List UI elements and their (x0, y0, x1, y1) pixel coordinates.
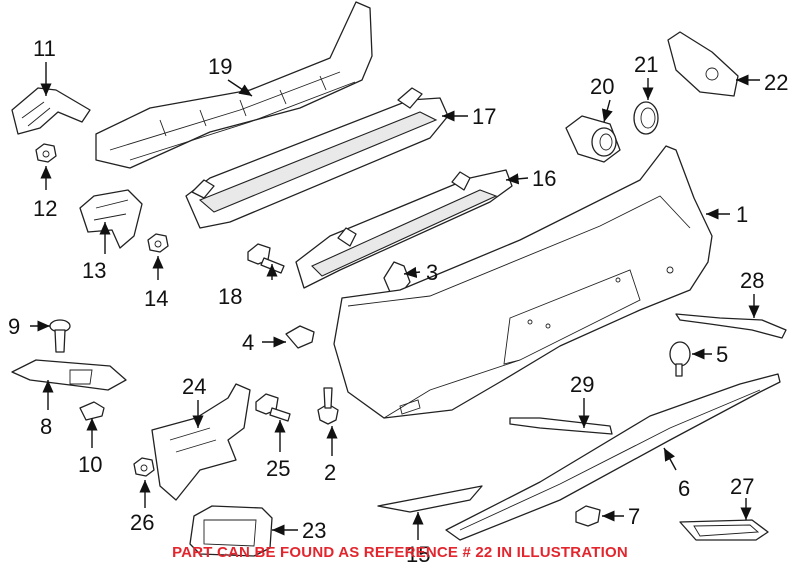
callout-15: 15 (406, 542, 430, 567)
part-28-molding (675, 313, 787, 339)
callout-16: 16 (532, 166, 556, 191)
callout-21: 21 (634, 52, 658, 77)
part-11-bracket (11, 87, 91, 135)
part-24-bracket (151, 383, 251, 501)
part-16-lower-absorber (295, 169, 513, 289)
part-9-bolt (49, 319, 71, 353)
callout-18: 18 (218, 284, 242, 309)
part-15-trim (377, 485, 483, 513)
callout-23: 23 (302, 518, 326, 543)
callout-17: 17 (472, 104, 496, 129)
part-4-clip (285, 325, 315, 349)
part-26-nut (133, 457, 155, 477)
part-22-sensor-bracket (667, 31, 739, 97)
callout-22: 22 (764, 70, 788, 95)
callout-29: 29 (570, 372, 594, 397)
callout-7: 7 (628, 504, 640, 529)
part-13-side-bracket (79, 189, 143, 249)
callout-3: 3 (426, 260, 438, 285)
part-7-clip (575, 505, 601, 527)
callout-25: 25 (266, 456, 290, 481)
callout-6: 6 (678, 476, 690, 501)
part-18-bolt (247, 243, 285, 274)
callout-9: 9 (8, 314, 20, 339)
part-2-bolt (317, 387, 339, 425)
callout-13: 13 (82, 258, 106, 283)
part-1-bumper-cover (333, 145, 713, 419)
part-25-bolt (255, 393, 291, 422)
part-6-lower-diffuser (445, 373, 781, 541)
part-5-cap (669, 341, 691, 377)
callout-24: 24 (182, 374, 206, 399)
part-10-clip (79, 401, 105, 421)
callout-28: 28 (740, 268, 764, 293)
leader-lines (30, 62, 760, 540)
part-21-sensor-ring (633, 101, 659, 135)
callout-8: 8 (40, 414, 52, 439)
callout-12: 12 (33, 196, 57, 221)
callout-4: 4 (242, 330, 254, 355)
callout-19: 19 (208, 54, 232, 79)
part-20-parking-sensor (565, 115, 621, 163)
reference-notice: PART CAN BE FOUND AS REFERENCE # 22 IN I… (172, 544, 628, 561)
part-17-reinforcement-beam (185, 87, 449, 229)
callout-26: 26 (130, 510, 154, 535)
part-8-bracket (11, 359, 127, 391)
callout-14: 14 (144, 286, 168, 311)
part-14-nut (147, 233, 169, 253)
callout-27: 27 (730, 474, 754, 499)
part-23-control-module (189, 505, 273, 557)
part-29-strip (509, 417, 613, 435)
callout-5: 5 (716, 342, 728, 367)
callout-2: 2 (324, 460, 336, 485)
part-27-reflector (679, 519, 769, 541)
callout-11: 11 (33, 36, 56, 61)
callout-20: 20 (590, 74, 614, 99)
part-12-nut (35, 143, 57, 163)
callout-10: 10 (78, 452, 102, 477)
callout-1: 1 (736, 202, 748, 227)
callout-labels: 11 12 13 14 19 17 16 1 3 18 20 21 22 9 8… (8, 36, 788, 567)
